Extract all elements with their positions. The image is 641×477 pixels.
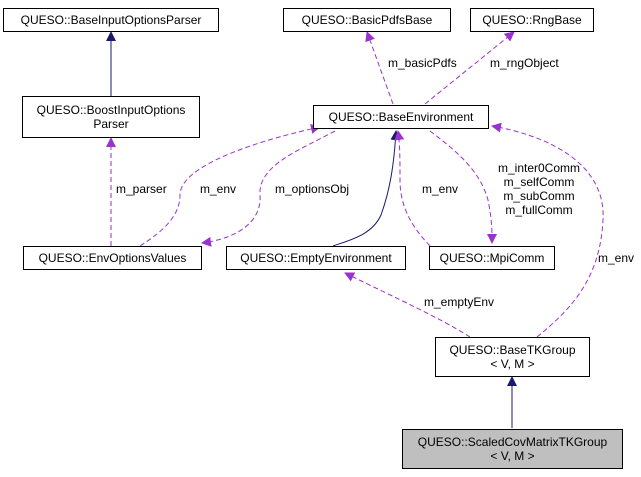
mpi-member-label: m_selfComm: [503, 175, 575, 189]
node-scaled-cov-matrix-tk-group: QUESO::ScaledCovMatrixTKGroup < V, M >: [402, 429, 623, 469]
node-label: QUESO::MpiComm: [439, 251, 545, 265]
node-label: QUESO::RngBase: [482, 13, 582, 27]
edge-basic-pdfs: [365, 31, 394, 105]
node-basic-pdfs-base[interactable]: QUESO::BasicPdfsBase: [283, 8, 451, 32]
edge-empty-env: [344, 272, 471, 338]
edge-label-tk-env: m_env: [598, 251, 635, 265]
edge-label-empty-env: m_emptyEnv: [424, 295, 495, 309]
node-base-input-options-parser[interactable]: QUESO::BaseInputOptionsParser: [3, 8, 219, 32]
node-boost-input-options-parser[interactable]: QUESO::BoostInputOptions Parser: [22, 96, 200, 138]
edge-label-mpi-env: m_env: [422, 182, 459, 196]
edge-label-env-options: m_env: [200, 182, 237, 196]
node-label-line2: Parser: [93, 117, 129, 131]
mpi-member-label: m_inter0Comm: [497, 161, 581, 175]
edge-env-options-to-base-environment: [139, 124, 321, 247]
node-label: QUESO::BoostInputOptions: [36, 103, 186, 117]
node-base-environment[interactable]: QUESO::BaseEnvironment: [313, 105, 489, 129]
node-label: QUESO::BaseEnvironment: [328, 110, 474, 124]
edge-empty-inherits-base-environment: [332, 130, 401, 247]
mpi-member-label: m_fullComm: [505, 203, 573, 217]
node-label: QUESO::BasicPdfsBase: [301, 13, 433, 27]
node-base-tk-group[interactable]: QUESO::BaseTKGroup < V, M >: [435, 337, 590, 377]
node-label: QUESO::EnvOptionsValues: [38, 251, 187, 265]
edge-label-options-obj: m_optionsObj: [275, 182, 350, 196]
node-rng-base[interactable]: QUESO::RngBase: [470, 8, 594, 32]
node-mpi-comm[interactable]: QUESO::MpiComm: [429, 246, 555, 270]
mpi-member-label: m_subComm: [503, 189, 575, 203]
edge-label-basic-pdfs: m_basicPdfs: [388, 56, 457, 70]
edge-label-mpi-members: m_inter0Comm m_selfComm m_subComm m_full…: [494, 161, 584, 217]
edge-options-obj: [201, 130, 336, 247]
edge-tk-env: [491, 122, 604, 338]
edge-mpi-members: [429, 130, 497, 244]
node-label: QUESO::BaseTKGroup: [449, 343, 576, 357]
node-label: QUESO::BaseInputOptionsParser: [20, 13, 202, 27]
edge-label-parser: m_parser: [116, 182, 167, 196]
node-label-line2: < V, M >: [490, 357, 535, 371]
node-label: QUESO::EmptyEnvironment: [240, 251, 392, 265]
edge-label-rng-object: m_rngObject: [490, 56, 559, 70]
edge-rng-object: [424, 31, 515, 105]
edge-mpi-env: [394, 130, 431, 247]
node-label-line2: < V, M >: [490, 449, 535, 463]
node-label: QUESO::ScaledCovMatrixTKGroup: [417, 435, 608, 449]
node-env-options-values[interactable]: QUESO::EnvOptionsValues: [23, 246, 202, 270]
node-empty-environment[interactable]: QUESO::EmptyEnvironment: [226, 246, 406, 270]
